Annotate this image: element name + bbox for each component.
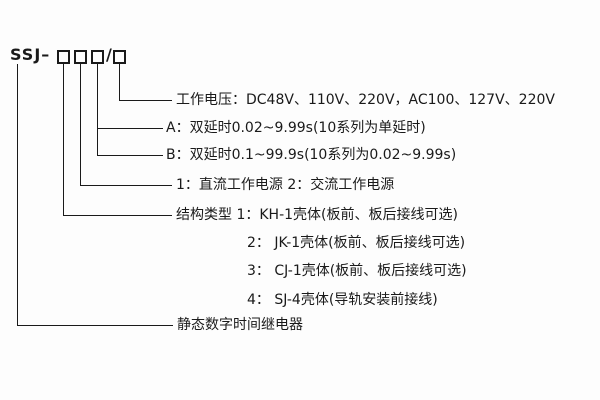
- label-structure-type-2: 2： JK-1壳体(板前、板后接线可选): [247, 235, 466, 251]
- label-delay-a: A：双延时0.02~9.99s(10系列为单延时): [166, 120, 426, 136]
- connector-structure-hline: [63, 215, 172, 216]
- connector-delay-b-hline: [97, 155, 163, 156]
- label-delay-b: B：双延时0.1~99.9s(10系列为0.02~9.99s): [166, 147, 457, 163]
- label-structure-type-3: 3： CJ-1壳体(板前、板后接线可选): [247, 263, 467, 279]
- model-digit-box-voltage: [113, 50, 126, 64]
- label-power-type: 1：直流工作电源 2：交流工作电源: [176, 177, 395, 193]
- connector-delay-a-hline: [97, 128, 163, 129]
- model-digit-box-structure: [57, 50, 70, 64]
- connector-voltage-vline: [119, 64, 120, 101]
- connector-voltage-hline: [119, 100, 172, 101]
- model-prefix: SSJ–: [10, 45, 51, 64]
- label-structure-type-1: 结构类型 1：KH-1壳体(板前、板后接线可选): [176, 207, 458, 223]
- connector-product-hline: [17, 325, 173, 326]
- label-structure-type-4: 4： SJ-4壳体(导轨安装前接线): [247, 292, 438, 308]
- model-digit-box-power: [74, 50, 87, 64]
- label-working-voltage: 工作电压：DC48V、110V、220V，AC100、127V、220V: [176, 92, 555, 108]
- connector-product-vline: [17, 64, 18, 326]
- model-digit-box-delay: [91, 50, 104, 64]
- connector-delay-vline: [97, 64, 98, 156]
- model-slash: /: [106, 45, 112, 64]
- connector-power-vline: [80, 64, 81, 186]
- connector-power-hline: [80, 185, 172, 186]
- connector-structure-vline: [63, 64, 64, 216]
- label-product-name: 静态数字时间继电器: [177, 317, 303, 333]
